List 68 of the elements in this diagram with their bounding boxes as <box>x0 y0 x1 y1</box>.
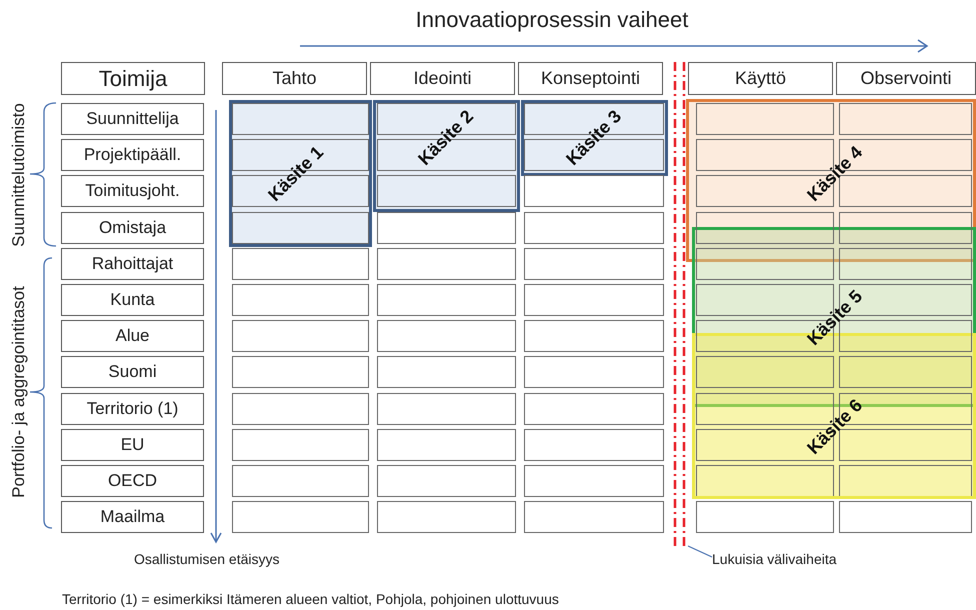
row-header: Omistaja <box>61 212 204 244</box>
grid-cell <box>696 501 834 533</box>
grid-cell <box>377 248 516 280</box>
grid-cell <box>839 356 972 388</box>
grid-cell <box>377 429 516 461</box>
grid-cell <box>232 103 369 135</box>
grid-cell <box>377 356 516 388</box>
concept-region <box>686 99 976 262</box>
axis-title: Innovaatioprosessin vaiheet <box>416 7 688 33</box>
row-header: Suomi <box>61 356 204 388</box>
grid-cell <box>524 248 664 280</box>
grid-cell <box>377 175 516 207</box>
row-header: Kunta <box>61 284 204 316</box>
grid-cell <box>524 393 664 425</box>
grid-cell <box>839 465 972 496</box>
group-label: Suunnittelutoimisto <box>9 103 29 247</box>
grid-cell <box>524 501 664 533</box>
row-header: EU <box>61 429 204 461</box>
row-header: OECD <box>61 465 204 497</box>
grid-cell <box>232 429 369 461</box>
table-header: Toimija <box>61 62 205 95</box>
grid-cell <box>524 212 664 244</box>
column-header: Ideointi <box>370 62 515 95</box>
grid-cell <box>839 501 972 533</box>
row-header: Toimitusjoht. <box>61 175 204 207</box>
grid-cell <box>377 501 516 533</box>
grid-cell <box>524 356 664 388</box>
grid-cell <box>232 356 369 388</box>
grid-cell <box>524 284 664 316</box>
grid-cell <box>696 103 834 135</box>
grid-cell <box>524 175 664 207</box>
grid-cell <box>696 465 834 496</box>
row-header: Suunnittelija <box>61 103 204 135</box>
row-header: Projektipääll. <box>61 139 204 171</box>
grid-cell <box>524 429 664 461</box>
row-header: Territorio (1) <box>61 393 204 425</box>
grid-cell <box>232 248 369 280</box>
column-header: Tahto <box>222 62 367 95</box>
column-header: Käyttö <box>688 62 833 95</box>
footnote: Territorio (1) = esimerkiksi Itämeren alueen valtiot, Pohjola, pohjoinen ulottuvuus <box>62 591 559 607</box>
row-header: Maailma <box>61 501 204 533</box>
grid-cell <box>377 320 516 352</box>
grid-cell <box>524 320 664 352</box>
annotation-text: Lukuisia välivaiheita <box>712 549 872 569</box>
grid-cell <box>377 284 516 316</box>
grid-cell <box>232 465 369 497</box>
column-header: Observointi <box>836 62 976 95</box>
row-header: Alue <box>61 320 204 352</box>
grid-cell <box>232 320 369 352</box>
leader-line <box>688 545 712 558</box>
grid-cell <box>232 212 369 244</box>
concept-region <box>521 100 668 176</box>
concept-region <box>373 100 520 212</box>
grid-cell <box>232 393 369 425</box>
row-header: Rahoittajat <box>61 248 204 280</box>
grid-cell <box>524 465 664 497</box>
group-label: Portfolio- ja aggregointitasot <box>9 286 29 498</box>
grid-cell <box>232 501 369 533</box>
grid-cell <box>377 212 516 244</box>
grid-cell <box>232 284 369 316</box>
grid-cell <box>839 103 972 135</box>
grid-cell <box>377 393 516 425</box>
axis-label: Osallistumisen etäisyys <box>134 551 280 567</box>
grid-cell <box>696 356 834 388</box>
dashed-divider <box>671 62 688 548</box>
concept-region <box>229 100 372 247</box>
column-header: Konseptointi <box>518 62 663 95</box>
grid-cell <box>377 465 516 497</box>
